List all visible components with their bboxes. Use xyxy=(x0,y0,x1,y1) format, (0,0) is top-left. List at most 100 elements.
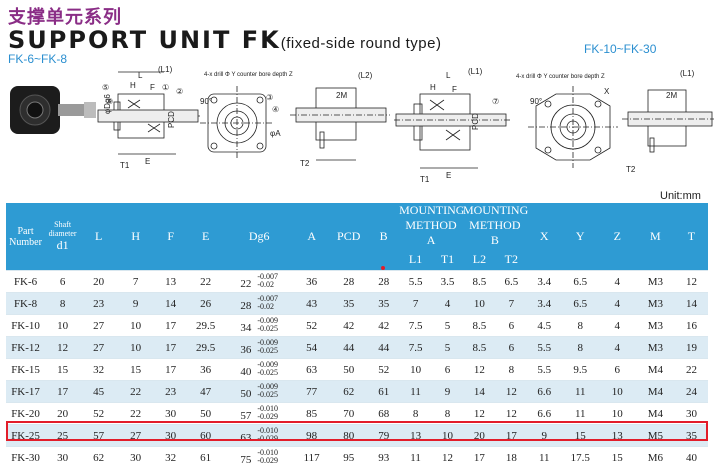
row-highlight-fk-25 xyxy=(6,421,708,441)
cell-F: 17 xyxy=(154,315,187,337)
tolerance-lower: -0.025 xyxy=(257,369,278,377)
cell-H: 9 xyxy=(117,293,154,315)
cell-H: 10 xyxy=(117,337,154,359)
dim-label-H-2: H xyxy=(430,83,436,92)
header-Dg6: Dg6 xyxy=(224,203,294,271)
cell-M: M4 xyxy=(636,359,675,381)
cell-Dg6-tolerance: -0.007-0.02 xyxy=(257,295,278,311)
tolerance-lower: -0.029 xyxy=(257,413,278,421)
cell-Z: 4 xyxy=(599,271,636,293)
red-dot-marker xyxy=(381,266,385,270)
dim-label-E-2: E xyxy=(446,171,451,180)
cell-Z: 10 xyxy=(599,381,636,403)
cell-E: 61 xyxy=(187,447,224,468)
dim-label-M2-2: 2M xyxy=(666,91,677,100)
cell-L1: 11 xyxy=(399,447,432,468)
cell-d1: 10 xyxy=(45,315,80,337)
dim-label-T1-2: T1 xyxy=(420,175,430,184)
cell-F: 17 xyxy=(154,337,187,359)
range-label-right: FK-10~FK-30 xyxy=(584,42,656,56)
cell-d1: 12 xyxy=(45,337,80,359)
cell-F: 32 xyxy=(154,447,187,468)
cell-Dg6: 34-0.009-0.025 xyxy=(224,315,294,337)
cell-X: 4.5 xyxy=(527,315,562,337)
cell-Dg6: 75-0.010-0.029 xyxy=(224,447,294,468)
cell-L2: 17 xyxy=(463,447,496,468)
cell-T1: 3.5 xyxy=(432,271,463,293)
cell-L: 62 xyxy=(80,447,117,468)
cell-L1: 10 xyxy=(399,359,432,381)
cell-Z: 15 xyxy=(599,447,636,468)
header-d1: d1 xyxy=(45,238,80,253)
cell-PCD: 35 xyxy=(329,293,368,315)
cell-part: FK-6 xyxy=(6,271,45,293)
cell-B: 61 xyxy=(368,381,399,403)
header-mounting-label-b: MOUNTING METHOD xyxy=(463,203,527,233)
cell-B: 28 xyxy=(368,271,399,293)
cell-Dg6-value: 28 xyxy=(240,300,251,312)
callout-7: ⑦ xyxy=(492,97,499,106)
cell-Y: 9.5 xyxy=(562,359,599,381)
cell-L: 27 xyxy=(80,337,117,359)
dim-label-L-2: L xyxy=(446,71,451,80)
dim-label-L: L xyxy=(138,71,143,80)
cell-B: 44 xyxy=(368,337,399,359)
cell-M: M4 xyxy=(636,381,675,403)
cell-B: 93 xyxy=(368,447,399,468)
cell-L: 23 xyxy=(80,293,117,315)
cell-H: 7 xyxy=(117,271,154,293)
angle-label-1: 90° xyxy=(200,97,212,106)
dim-label-phiA: φA xyxy=(270,129,281,138)
cell-A: 54 xyxy=(294,337,329,359)
cell-PCD: 42 xyxy=(329,315,368,337)
dim-label-T2-2: T2 xyxy=(626,165,636,174)
header-H: H xyxy=(117,203,154,271)
dim-label-F: F xyxy=(150,83,155,92)
cell-PCD: 44 xyxy=(329,337,368,359)
header-T: T xyxy=(675,203,708,271)
header-A: A xyxy=(294,203,329,271)
title-main-text: SUPPORT UNIT FK xyxy=(8,26,281,54)
cell-L1: 11 xyxy=(399,381,432,403)
cell-L2: 12 xyxy=(463,359,496,381)
cell-A: 36 xyxy=(294,271,329,293)
cell-T2: 6 xyxy=(496,315,527,337)
cell-M: M3 xyxy=(636,337,675,359)
cell-L: 27 xyxy=(80,315,117,337)
cell-X: 11 xyxy=(527,447,562,468)
cell-T2: 7 xyxy=(496,293,527,315)
callout-3: ③ xyxy=(266,93,273,102)
cell-Dg6-tolerance: -0.010-0.029 xyxy=(257,405,278,421)
technical-drawings: L (L1) H F E T1 φDg6 PCD ⑤ ⑥ ① ② 4-x dri… xyxy=(0,64,716,196)
cell-B: 52 xyxy=(368,359,399,381)
title-subtitle: (fixed-side round type) xyxy=(281,35,442,52)
cell-F: 23 xyxy=(154,381,187,403)
tolerance-lower: -0.02 xyxy=(257,281,278,289)
cell-T1: 5 xyxy=(432,337,463,359)
cell-part: FK-17 xyxy=(6,381,45,403)
cell-Dg6: 22-0.007-0.02 xyxy=(224,271,294,293)
header-E: E xyxy=(187,203,224,271)
cell-T2: 6 xyxy=(496,337,527,359)
cell-Dg6-value: 75 xyxy=(240,454,251,466)
header-L: L xyxy=(80,203,117,271)
cell-part: FK-30 xyxy=(6,447,45,468)
header-Y: Y xyxy=(562,203,599,271)
cell-Dg6: 50-0.009-0.025 xyxy=(224,381,294,403)
header-Z: Z xyxy=(599,203,636,271)
cell-L: 45 xyxy=(80,381,117,403)
cell-T: 40 xyxy=(675,447,708,468)
cell-L: 32 xyxy=(80,359,117,381)
cell-A: 52 xyxy=(294,315,329,337)
header-X: X xyxy=(527,203,562,271)
cell-Dg6: 40-0.009-0.025 xyxy=(224,359,294,381)
header-L2: L2 xyxy=(463,248,496,271)
dim-label-H: H xyxy=(130,81,136,90)
header-PCD: PCD xyxy=(329,203,368,271)
cell-Z: 6 xyxy=(599,359,636,381)
